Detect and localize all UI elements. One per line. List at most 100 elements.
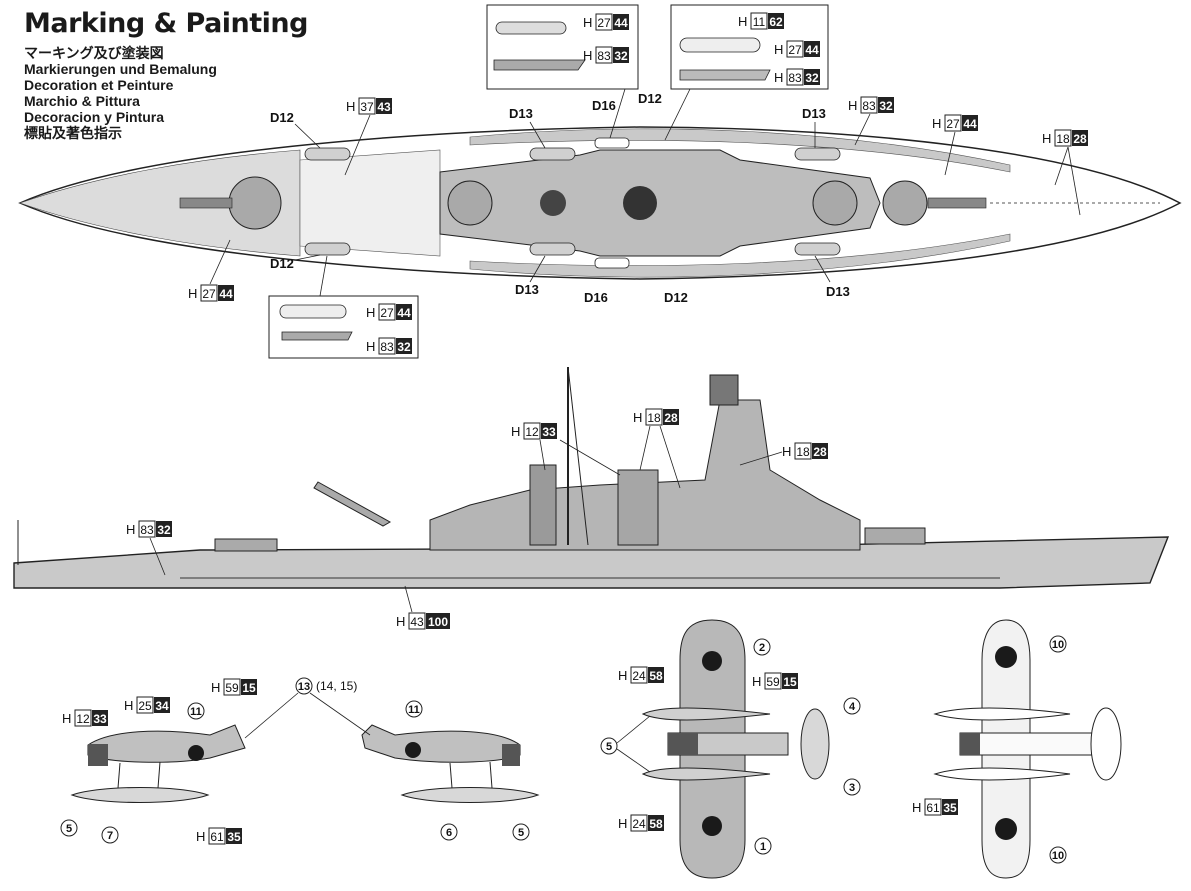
svg-text:3: 3 [849,782,855,794]
plan-boat-d16-t [594,137,630,149]
svg-text:H: H [782,444,791,459]
leader-side-h83 [149,537,166,576]
svg-text:83: 83 [862,99,876,113]
svg-text:25: 25 [138,699,152,713]
side-deckhouse-fore [214,538,278,552]
plan-boat-d13-tr [794,147,841,161]
aircraft-bottom-view: H 61 35 10 10 [912,619,1122,879]
leader-side-h18a-1 [639,425,651,471]
svg-text:100: 100 [428,615,448,629]
leader-inset-bottom [319,255,328,297]
leader-d12-bl [294,254,321,261]
main-title: Marking & Painting [24,8,308,39]
leader-h83-top [854,113,871,146]
plan-boat-d13-tl [529,147,576,161]
plan-turret-1-barrels [179,197,233,209]
svg-text:1: 1 [760,841,766,853]
inset-tl-code-1: H 27 44 [583,13,629,31]
svg-text:11: 11 [753,15,766,29]
side-deckhouse-aft [864,527,926,545]
svg-text:44: 44 [397,306,411,320]
leader-13-left [244,692,299,739]
svg-text:H: H [774,42,783,57]
leader-inset-tl [609,88,626,139]
plan-turret-4 [882,180,928,226]
svg-text:H: H [1042,131,1051,146]
plan-boat-d12-bl [304,242,351,256]
svg-text:83: 83 [788,71,802,85]
svg-text:58: 58 [649,669,663,683]
code-side-h83: H 83 32 [126,520,172,538]
code-air-h61: H 61 35 [196,827,242,845]
leader-h37 [344,114,371,176]
subtitle-spanish: Decoracion y Pintura [24,109,165,125]
svg-text:H: H [618,668,627,683]
leader-5-top-b [616,748,651,773]
svg-text:59: 59 [225,681,239,695]
svg-text:H: H [346,99,355,114]
inset-b-code-2: H 83 32 [366,337,412,355]
svg-text:32: 32 [805,71,819,85]
svg-text:H: H [932,116,941,131]
code-bottom-h61: H 61 35 [912,798,958,816]
svg-text:83: 83 [140,523,154,537]
callout-13: 13 (14, 15) [295,677,357,695]
svg-text:10: 10 [1052,850,1064,862]
svg-text:35: 35 [227,830,241,844]
svg-text:27: 27 [202,287,216,301]
label-d13-bottom-left: D13 [515,282,539,297]
code-h37: H 37 43 [346,97,392,115]
callout-3: 3 [843,778,861,796]
aircraft-top-view: H 24 58 H 59 15 H 24 58 [600,619,861,879]
svg-text:H: H [188,286,197,301]
svg-text:13: 13 [298,681,310,693]
label-d12-top-left: D12 [270,110,294,125]
svg-text:15: 15 [783,675,797,689]
svg-text:H: H [618,816,627,831]
svg-text:28: 28 [1073,132,1087,146]
svg-text:61: 61 [210,830,224,844]
subtitle-japanese: マーキング及び塗装図 [24,45,164,61]
svg-text:10: 10 [1052,639,1064,651]
code-top-h24a: H 24 58 [618,666,664,684]
svg-text:11: 11 [190,706,202,718]
callout-7: 7 [101,826,119,844]
plan-funnel-2 [623,186,657,220]
svg-text:83: 83 [597,49,611,63]
svg-text:32: 32 [157,523,171,537]
svg-text:H: H [396,614,405,629]
svg-text:44: 44 [614,16,628,30]
inset-b-code-1: H 27 44 [366,303,412,321]
code-h18-top: H 18 28 [1042,129,1088,147]
leader-d12-tl [294,123,321,149]
callout-1: 1 [754,837,772,855]
svg-text:61: 61 [926,801,940,815]
side-mast-rig [567,366,589,546]
ship-side-view: H 12 33 H 18 28 H 18 28 [13,366,1170,630]
svg-text:27: 27 [380,306,394,320]
svg-text:18: 18 [1056,132,1070,146]
subtitle-french: Decoration et Peinture [24,77,174,93]
svg-text:H: H [211,680,220,695]
side-funnel-1 [529,464,557,546]
svg-text:33: 33 [93,712,107,726]
svg-text:37: 37 [360,100,374,114]
floatplane-side-left [70,724,246,803]
svg-text:H: H [583,48,592,63]
leader-h18-top-b [1067,146,1081,216]
svg-text:27: 27 [788,43,802,57]
side-funnel-2 [617,469,659,546]
svg-text:2: 2 [759,642,765,654]
leader-d13-tl [529,121,546,149]
svg-text:18: 18 [796,445,810,459]
plan-turret-4-barrels [927,197,987,209]
callout-5a: 5 [60,819,78,837]
leader-side-h18b [739,451,783,466]
svg-text:11: 11 [408,704,420,716]
inset-tl-code-2: H 83 32 [583,46,629,64]
code-side-h18a: H 18 28 [633,408,679,426]
plan-boat-d12-tl [304,147,351,161]
inset-tr-code-1: H 11 62 [738,12,784,30]
